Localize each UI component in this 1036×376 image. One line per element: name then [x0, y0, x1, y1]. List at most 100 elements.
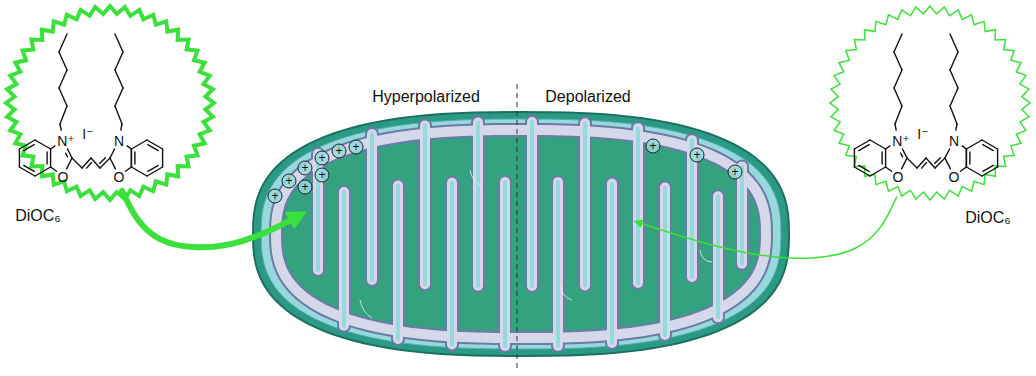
- atom-label: O: [114, 170, 125, 184]
- atom-label: N⁺: [892, 134, 910, 148]
- bond-line: [91, 158, 100, 168]
- bond-line: [131, 149, 132, 167]
- crista: [740, 166, 744, 263]
- crista: [365, 134, 379, 280]
- intermembrane-space: [261, 119, 781, 349]
- crista: [423, 126, 427, 285]
- bond-line: [110, 158, 115, 169]
- bond-line: [127, 146, 131, 149]
- double-bond-line: [935, 158, 941, 164]
- crista: [339, 192, 349, 326]
- bond-line: [894, 70, 902, 88]
- bond-line: [870, 167, 886, 176]
- bond-line: [950, 70, 958, 88]
- crista: [527, 122, 537, 286]
- bond-line: [110, 149, 115, 158]
- atom-label: O: [58, 170, 69, 184]
- bond-line: [19, 140, 35, 149]
- bond-line: [982, 167, 998, 176]
- double-bond-line: [969, 152, 970, 164]
- divider-line: [517, 84, 518, 372]
- bond-line: [885, 149, 886, 167]
- crista: [450, 183, 454, 345]
- crista: [500, 182, 510, 346]
- bond-line: [870, 140, 886, 149]
- charge-symbol: +: [690, 148, 705, 163]
- crista: [473, 122, 483, 285]
- charge-symbol: +: [349, 140, 364, 155]
- bond-line: [59, 52, 67, 70]
- crista: [610, 184, 614, 343]
- outer-membrane: [253, 112, 789, 356]
- double-bond-line: [134, 152, 135, 164]
- double-bond-line: [881, 152, 882, 164]
- charge-symbol: +: [315, 151, 330, 166]
- bond-line: [917, 158, 926, 168]
- bond-line: [100, 158, 110, 168]
- bond-line: [67, 158, 72, 169]
- bond-line: [945, 158, 950, 169]
- bond-line: [51, 146, 55, 149]
- dye-name: DiOC₆: [15, 208, 61, 224]
- bond-line: [950, 106, 957, 124]
- crista: [713, 196, 723, 317]
- bond-line: [935, 158, 945, 168]
- double-bond-line: [24, 165, 34, 171]
- bond-line: [886, 167, 892, 171]
- double-bond-line: [922, 163, 927, 169]
- atom-label: N: [949, 134, 959, 148]
- crista: [605, 184, 619, 343]
- atom-label: N: [114, 134, 124, 148]
- bond-line: [956, 124, 957, 130]
- crista: [583, 123, 587, 285]
- double-bond-line: [983, 165, 993, 171]
- dye-name: DiOC₆: [965, 210, 1011, 226]
- dye-burst: N⁺I⁻NOODiOC₆: [0, 0, 222, 205]
- double-bond-line: [901, 153, 903, 157]
- bond-line: [966, 149, 967, 167]
- double-bond-line: [87, 163, 92, 169]
- bond-line: [962, 146, 966, 149]
- glow-burst: [6, 6, 214, 200]
- bond-line: [115, 34, 123, 52]
- bond-line: [72, 158, 82, 168]
- matrix: [276, 130, 766, 338]
- bond-line: [907, 158, 917, 168]
- crista: [711, 196, 725, 317]
- inner-membrane: [276, 130, 766, 338]
- dye-burst: N⁺I⁻NOODiOC₆: [828, 0, 1036, 205]
- matrix-strand: [700, 250, 712, 262]
- double-bond-line: [46, 152, 47, 164]
- bond-line: [162, 149, 163, 167]
- bond-line: [902, 158, 907, 169]
- bond-line: [131, 140, 147, 149]
- crista: [471, 122, 485, 285]
- counter-ion-label: I⁻: [917, 127, 928, 141]
- bond-line: [115, 88, 123, 106]
- crista: [445, 183, 459, 345]
- crista: [396, 186, 400, 339]
- crista: [663, 187, 667, 335]
- mitochondrion: [253, 112, 789, 356]
- crista: [391, 186, 405, 339]
- crista: [418, 126, 432, 285]
- double-bond-line: [24, 145, 34, 151]
- bond-line: [19, 149, 20, 167]
- bond-line: [894, 52, 902, 70]
- double-bond-line: [148, 145, 158, 151]
- bond-line: [997, 149, 998, 167]
- bond-line: [950, 34, 958, 52]
- bond-line: [147, 167, 163, 176]
- dye-structure: [854, 34, 997, 176]
- crista: [525, 122, 539, 286]
- crista: [631, 128, 645, 283]
- crista: [370, 134, 374, 280]
- bond-line: [59, 88, 67, 106]
- matrix-strand: [560, 285, 572, 300]
- crista: [737, 166, 747, 263]
- atom-label: O: [893, 170, 904, 184]
- inner-membrane: [276, 130, 766, 338]
- double-bond-line: [100, 158, 106, 164]
